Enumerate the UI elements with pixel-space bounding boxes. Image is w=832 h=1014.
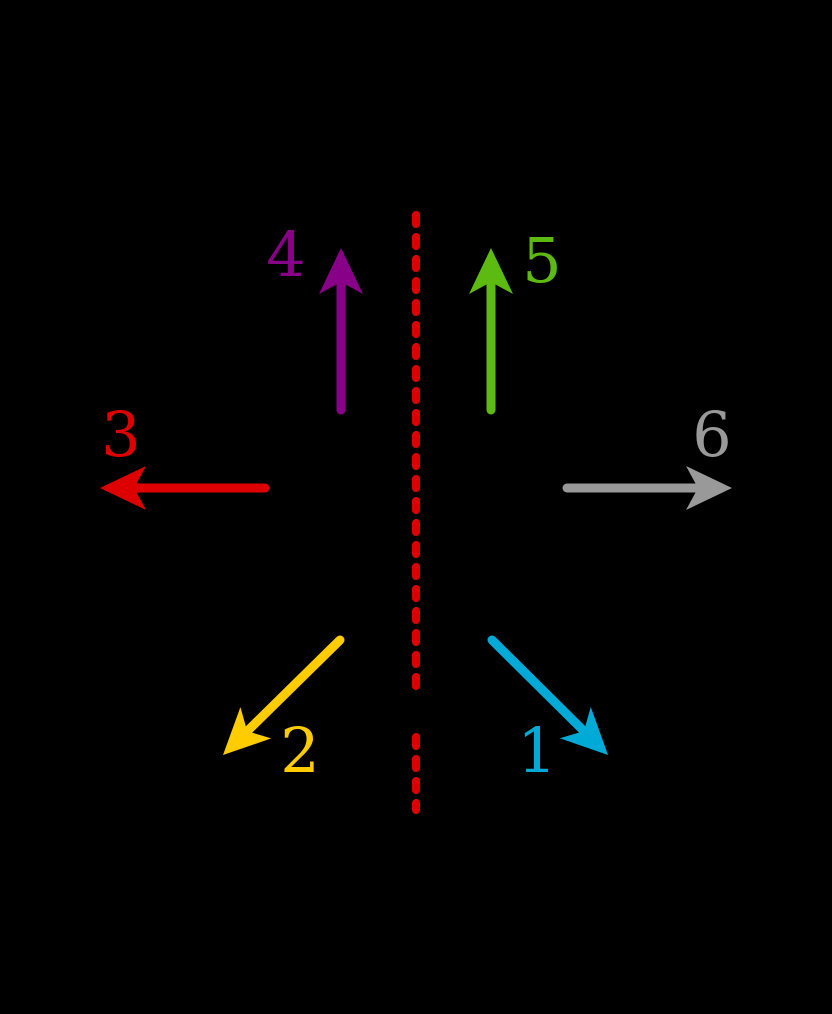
arrow-6-right xyxy=(562,466,732,510)
arrowhead-icon xyxy=(469,248,513,294)
arrowhead-icon xyxy=(319,248,363,294)
arrow-4-up xyxy=(319,248,363,415)
arrowhead-icon xyxy=(223,707,272,755)
arrow-5-up xyxy=(469,248,513,415)
labels-layer: 1 2 3 4 5 6 xyxy=(101,218,731,787)
arrowhead-icon xyxy=(686,466,732,510)
arrow-label-1: 1 xyxy=(517,714,556,787)
arrows-layer xyxy=(100,248,732,755)
arrow-label-4: 4 xyxy=(266,218,305,291)
arrow-3-left xyxy=(100,466,270,510)
arrowhead-icon xyxy=(100,466,146,510)
arrow-label-6: 6 xyxy=(692,398,731,471)
arrow-label-2: 2 xyxy=(280,714,319,787)
arrow-shaft xyxy=(487,635,589,736)
arrow-2-down-left xyxy=(223,635,345,755)
arrow-1-down-right xyxy=(487,635,608,755)
arrowhead-icon xyxy=(559,707,608,755)
arrow-label-5: 5 xyxy=(522,224,561,297)
arrow-shaft xyxy=(242,635,345,736)
arrow-label-3: 3 xyxy=(101,398,140,471)
